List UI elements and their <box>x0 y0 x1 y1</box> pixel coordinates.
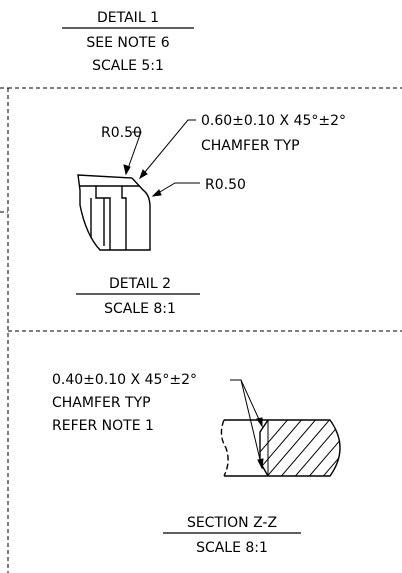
leader-chamfer-top-arrow <box>256 417 263 428</box>
detail-2-title: DETAIL 2 <box>109 276 171 292</box>
leader-chamfer-arrow <box>139 169 148 180</box>
section-zz-hatching <box>260 420 340 476</box>
section-zz-chamfer-edge <box>259 419 269 477</box>
section-zz-label: SECTION Z-Z SCALE 8:1 <box>163 515 301 556</box>
leader-radius-left <box>125 131 142 175</box>
detail-1-note: SEE NOTE 6 <box>86 35 169 51</box>
detail-2-outline <box>77 174 151 251</box>
leader-chamfer <box>139 119 196 179</box>
detail-2-radius-left-label: R0.50 <box>101 125 142 141</box>
section-zz-chamfer-typ: CHAMFER TYP <box>52 395 151 411</box>
section-zz-chamfer-spec: 0.40±0.10 X 45°±2° <box>52 372 197 388</box>
section-zz-break-line <box>220 419 229 477</box>
detail-1-title: DETAIL 1 <box>97 10 159 26</box>
section-zz-part <box>220 419 341 477</box>
detail-1-scale: SCALE 5:1 <box>92 58 164 74</box>
detail-2-chamfer-spec: 0.60±0.10 X 45°±2° <box>201 113 346 129</box>
leader-chamfer-bottom <box>240 379 263 469</box>
section-zz-outline <box>224 419 341 477</box>
section-zz-refer-note: REFER NOTE 1 <box>52 418 154 434</box>
leader-radius-left-arrow <box>123 164 131 176</box>
leader-radius-right <box>152 182 200 197</box>
leader-chamfer-bottom-arrow <box>257 458 264 470</box>
detail-2-part <box>77 174 151 251</box>
detail-2-scale: SCALE 8:1 <box>104 301 176 317</box>
section-zz-scale: SCALE 8:1 <box>196 540 268 556</box>
detail-2-inner-step-right <box>121 186 127 250</box>
detail-2-label: DETAIL 2 SCALE 8:1 <box>76 276 200 317</box>
detail-2-leaders <box>123 119 200 197</box>
leader-radius-right-arrow <box>151 189 162 197</box>
detail-1-label: DETAIL 1 SEE NOTE 6 SCALE 5:1 <box>62 10 194 74</box>
detail-2-inner-step-left <box>95 186 111 250</box>
detail-2-chamfer-typ: CHAMFER TYP <box>201 138 300 154</box>
view-borders <box>0 87 402 573</box>
section-zz-title: SECTION Z-Z <box>187 515 277 531</box>
section-zz-leaders <box>230 379 264 470</box>
detail-2-radius-right-label: R0.50 <box>205 177 246 193</box>
